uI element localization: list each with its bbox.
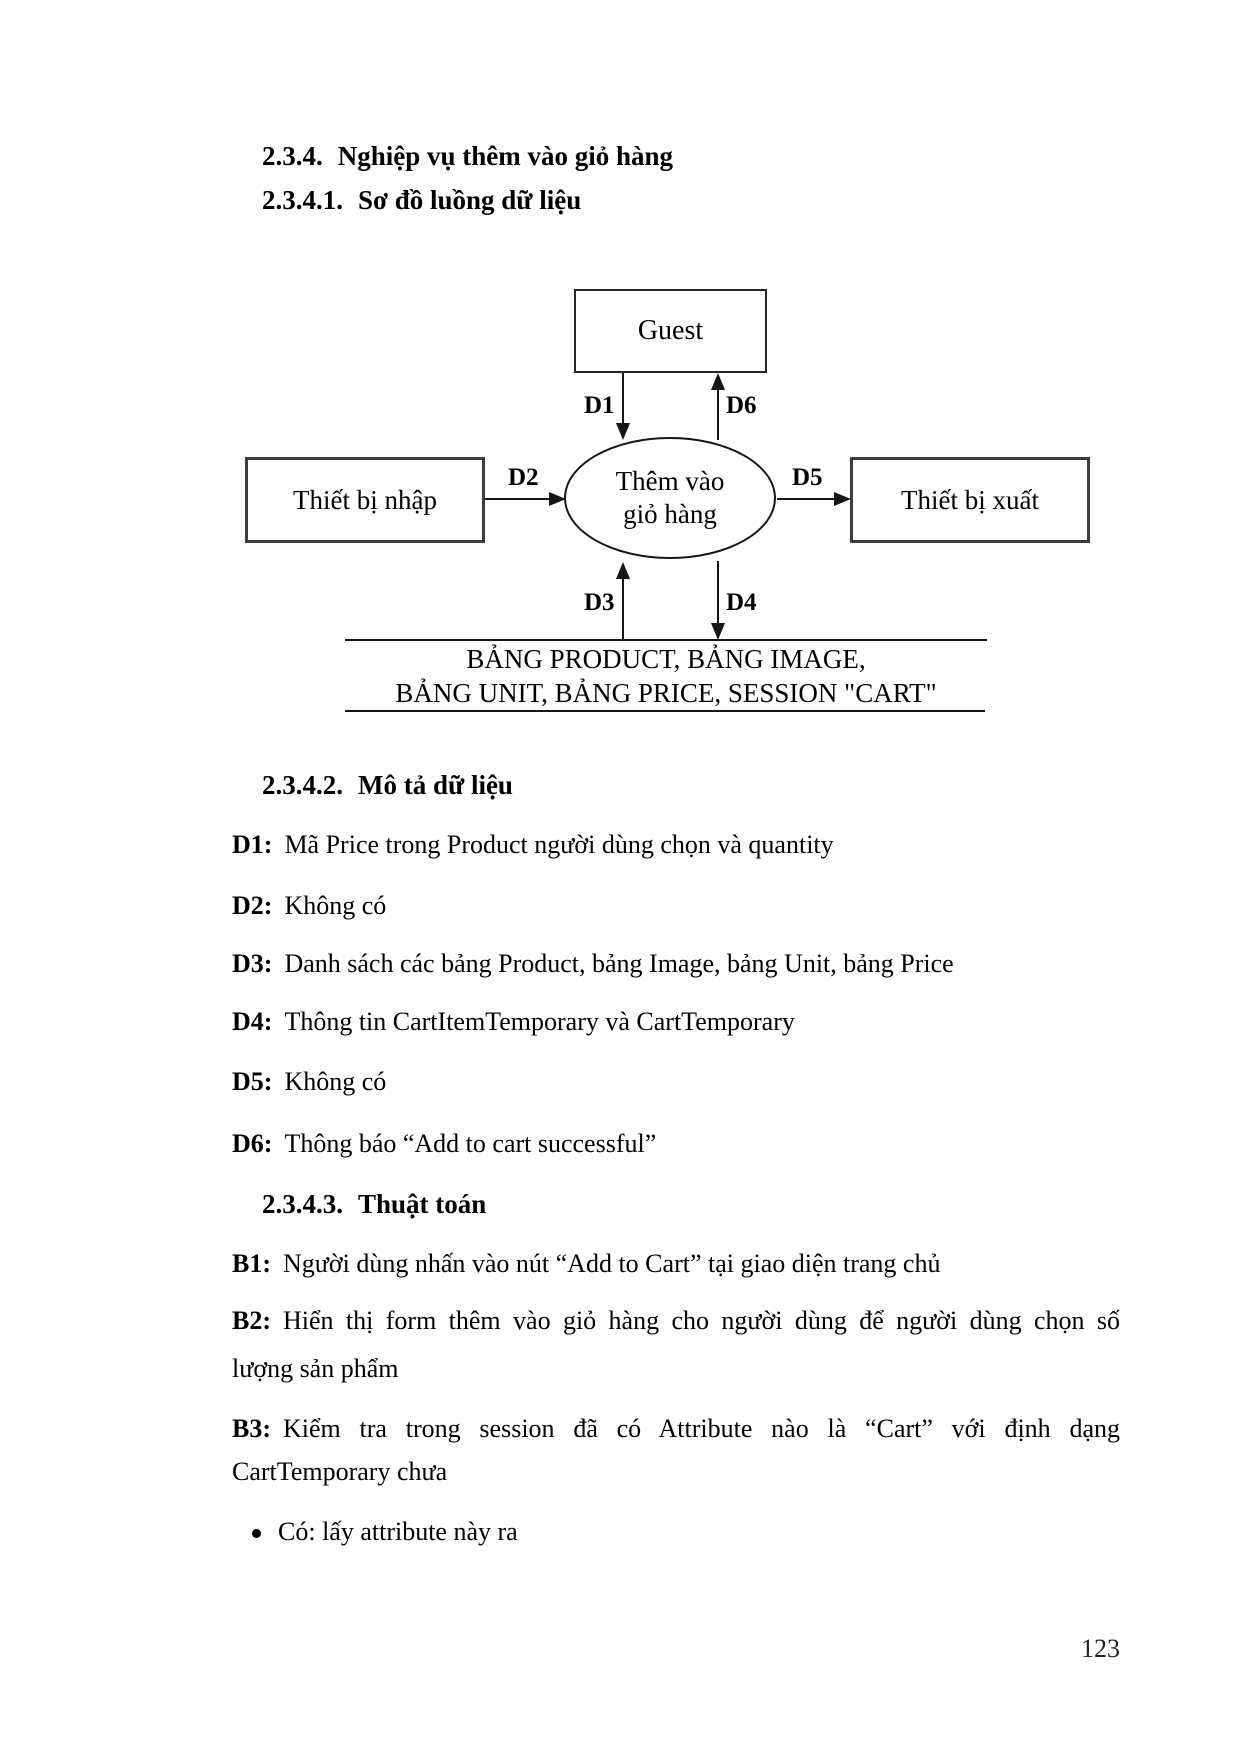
flow-id: D2: [232,891,273,920]
flow-id: D4: [232,1007,273,1036]
input-device-label: Thiết bị nhập [293,484,437,515]
flow-desc: Mã Price trong Product người dùng chọn v… [284,830,834,859]
data-flow-desc-d6: D6: Thông báo “Add to cart successful” [232,1129,1120,1159]
section-title: Sơ đồ luồng dữ liệu [358,185,582,215]
section-heading-2-3-4-1: 2.3.4.1. Sơ đồ luồng dữ liệu [262,185,581,216]
step-id: B2: [232,1306,271,1335]
step-text: CartTemporary chưa [232,1457,448,1486]
flow-desc: Không có [284,1067,387,1096]
data-flow-desc-d5: D5: Không có [232,1067,1120,1097]
flow-line-d2 [485,498,549,500]
section-title: Nghiệp vụ thêm vào giỏ hàng [337,141,674,171]
bullet-text: Có: lấy attribute này ra [278,1517,518,1546]
flow-desc: Thông báo “Add to cart successful” [284,1129,657,1158]
flow-desc: Không có [284,891,387,920]
section-title: Mô tả dữ liệu [358,770,513,800]
algorithm-step-b1: B1: Người dùng nhấn vào nút “Add to Cart”… [232,1249,1120,1279]
datastore-bottom-line [345,710,985,712]
flow-line-d4 [717,561,719,623]
datastore: BẢNG PRODUCT, BẢNG IMAGE, BẢNG UNIT, BẢN… [345,642,987,710]
flow-label-d4: D4 [726,589,757,616]
flow-label-d5: D5 [792,464,823,491]
flow-label-d3: D3 [584,589,615,616]
bullet-item-co: Có: lấy attribute này ra [278,1517,1166,1547]
step-text: Hiển thị form thêm vào giỏ hàng cho ngườ… [283,1306,1120,1335]
section-number: 2.3.4. [262,141,323,171]
flow-label-d2: D2 [508,464,539,491]
process-label-line2: giỏ hàng [623,499,717,529]
flow-line-d6 [717,390,719,440]
section-number: 2.3.4.1. [262,185,343,215]
arrowhead-down-icon [711,623,725,640]
flow-desc: Thông tin CartItemTemporary và CartTempo… [284,1007,795,1036]
step-text: lượng sản phẩm [232,1354,399,1383]
algorithm-step-b2-line2: lượng sản phẩm [232,1354,1120,1384]
step-text: Kiểm tra trong session đã có Attribute n… [283,1414,1120,1443]
datastore-label-line1: BẢNG PRODUCT, BẢNG IMAGE, [466,644,866,674]
algorithm-step-b3-line2: CartTemporary chưa [232,1457,1120,1487]
bullet-icon [252,1529,261,1538]
section-heading-2-3-4: 2.3.4. Nghiệp vụ thêm vào giỏ hàng [262,141,673,172]
output-device-box: Thiết bị xuất [850,457,1090,543]
algorithm-step-b3-line1: B3: Kiểm tra trong session đã có Attribut… [232,1414,1120,1444]
flow-label-d1: D1 [584,392,615,419]
datastore-label-line2: BẢNG UNIT, BẢNG PRICE, SESSION "CART" [395,678,937,708]
process-ellipse: Thêm vào giỏ hàng [564,437,776,559]
entity-guest-label: Guest [637,315,704,346]
flow-id: D1: [232,830,273,859]
arrowhead-right-icon [549,492,566,506]
step-id: B1: [232,1249,271,1278]
input-device-box: Thiết bị nhập [245,457,485,543]
flow-line-d3 [622,579,624,640]
data-flow-desc-d4: D4: Thông tin CartItemTemporary và CartTe… [232,1007,1120,1037]
algorithm-step-b2-line1: B2: Hiển thị form thêm vào giỏ hàng cho n… [232,1306,1120,1336]
flow-line-d1 [622,373,624,423]
step-text: Người dùng nhấn vào nút “Add to Cart” tạ… [283,1249,941,1278]
section-title: Thuật toán [358,1189,487,1219]
section-number: 2.3.4.3. [262,1189,343,1219]
flow-desc: Danh sách các bảng Product, bảng Image, … [284,949,954,978]
entity-guest-box: Guest [574,289,767,373]
section-heading-2-3-4-3: 2.3.4.3. Thuật toán [262,1189,486,1220]
arrowhead-right-icon [834,492,851,506]
flow-line-d5 [777,498,834,500]
output-device-label: Thiết bị xuất [901,484,1039,515]
data-flow-desc-d1: D1: Mã Price trong Product người dùng chọ… [232,830,1120,860]
arrowhead-down-icon [616,423,630,440]
arrowhead-up-icon [616,562,630,579]
page-number: 123 [1081,1634,1120,1663]
step-id: B3: [232,1414,271,1443]
flow-id: D6: [232,1129,273,1158]
flow-id: D3: [232,949,273,978]
data-flow-desc-d2: D2: Không có [232,891,1120,921]
flow-label-d6: D6 [726,392,757,419]
section-heading-2-3-4-2: 2.3.4.2. Mô tả dữ liệu [262,770,513,801]
section-number: 2.3.4.2. [262,770,343,800]
data-flow-desc-d3: D3: Danh sách các bảng Product, bảng Imag… [232,949,1120,979]
process-label-line1: Thêm vào [615,466,725,496]
datastore-top-line [345,639,987,641]
flow-id: D5: [232,1067,273,1096]
arrowhead-up-icon [711,373,725,390]
